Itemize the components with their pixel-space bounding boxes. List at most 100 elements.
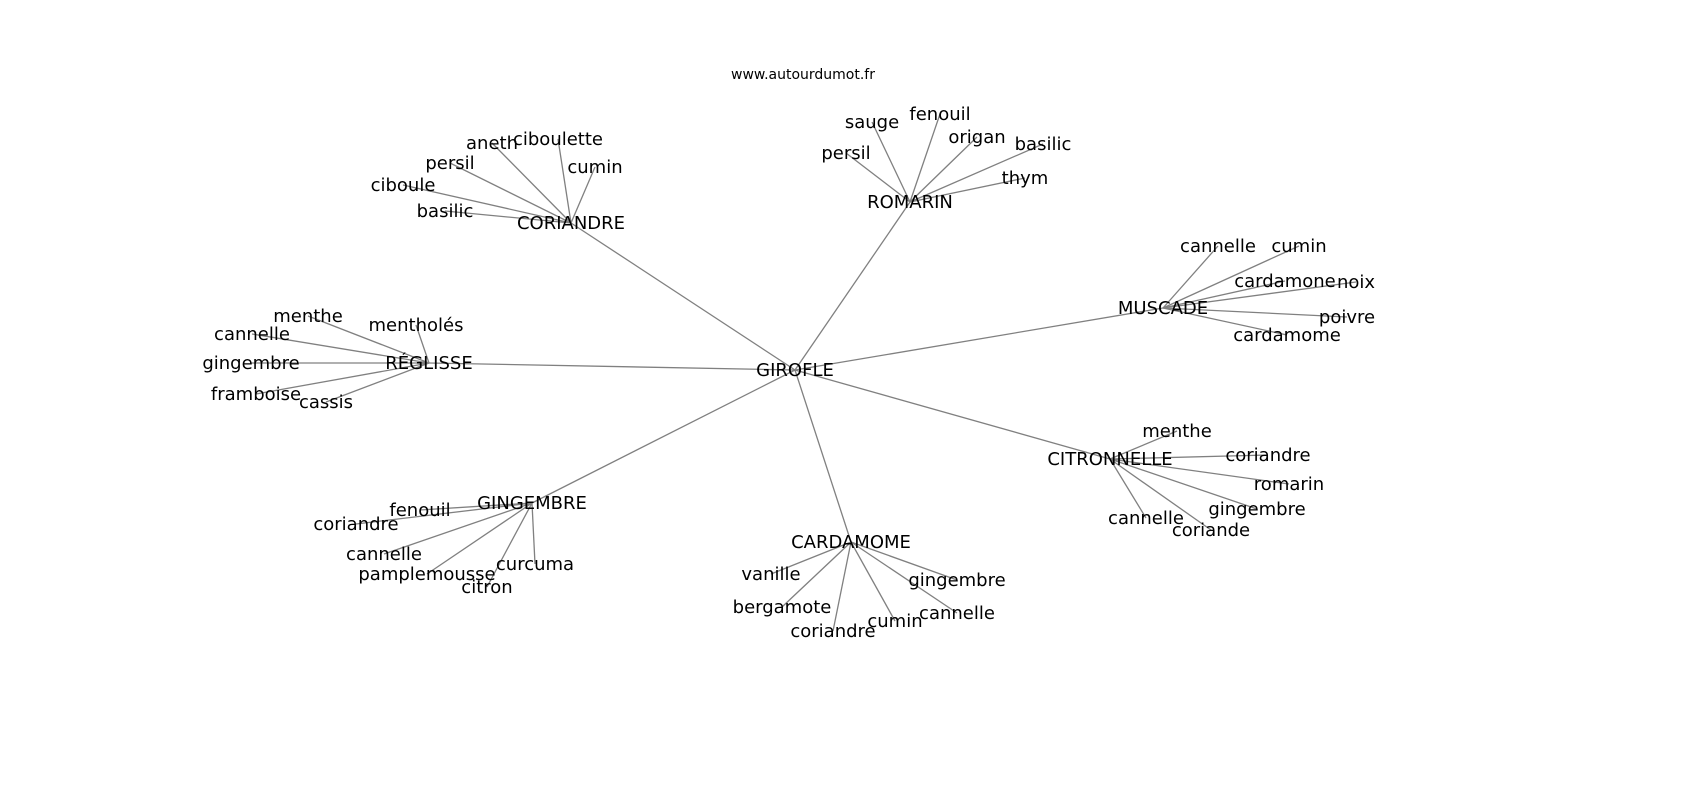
edge-hub-to-leaf (909, 143, 1044, 203)
edge-hub-to-leaf (871, 121, 911, 203)
edge-hub-to-leaf (486, 502, 533, 588)
node-leaf[interactable]: cannelle (1108, 508, 1184, 529)
node-leaf[interactable]: cumin (867, 611, 922, 632)
node-leaf[interactable]: menthe (273, 306, 343, 327)
edge-hub-to-leaf (850, 541, 958, 581)
edge-hub-to-leaf (1109, 458, 1147, 519)
edge-hub-to-leaf (1162, 307, 1348, 318)
edge-center-to-hub (794, 369, 1111, 460)
node-hub[interactable]: MUSCADE (1118, 298, 1208, 319)
edge-hub-to-leaf (909, 113, 941, 203)
node-leaf[interactable]: cumin (1271, 236, 1326, 257)
edge-center-to-hub (794, 201, 911, 371)
edge-hub-to-leaf (1109, 458, 1290, 485)
edge-center-to-hub (794, 369, 852, 543)
edge-hub-to-leaf (832, 541, 852, 632)
node-leaf[interactable]: gingembre (1208, 499, 1305, 520)
node-leaf[interactable]: gingembre (202, 353, 299, 374)
node-leaf[interactable]: noix (1337, 272, 1375, 293)
edge-center-to-hub (531, 369, 796, 504)
node-leaf[interactable]: cannelle (346, 544, 422, 565)
edge-hub-to-leaf (845, 152, 911, 203)
node-leaf[interactable]: ciboule (371, 175, 436, 196)
node-leaf[interactable]: origan (948, 127, 1005, 148)
edges (251, 113, 1357, 632)
node-leaf[interactable]: romarin (1254, 474, 1324, 495)
node-hub[interactable]: CARDAMOME (791, 532, 911, 553)
edge-hub-to-leaf (850, 541, 958, 614)
edge-hub-to-leaf (419, 502, 533, 511)
edge-hub-to-leaf (415, 324, 430, 364)
edge-hub-to-leaf (402, 184, 572, 224)
node-leaf[interactable]: sauge (845, 112, 899, 133)
edge-hub-to-leaf (1109, 454, 1269, 460)
node-leaf[interactable]: bergamote (733, 597, 832, 618)
node-leaf[interactable]: mentholés (369, 315, 464, 336)
edge-hub-to-leaf (1109, 458, 1258, 510)
edge-hub-to-leaf (251, 333, 430, 364)
edge-hub-to-leaf (1162, 307, 1288, 336)
node-leaf[interactable]: cumin (567, 157, 622, 178)
edge-hub-to-leaf (255, 362, 430, 395)
node-leaf[interactable]: persil (425, 153, 474, 174)
node-leaf[interactable]: pamplemousse (358, 564, 495, 585)
node-leaf[interactable]: fenouil (389, 500, 450, 521)
node-leaf[interactable]: cannelle (1180, 236, 1256, 257)
node-leaf[interactable]: poivre (1319, 307, 1375, 328)
node-leaf[interactable]: basilic (417, 201, 474, 222)
node-hub[interactable]: RÉGLISSE (385, 352, 472, 374)
edge-hub-to-leaf (491, 142, 572, 224)
edge-hub-to-leaf (355, 502, 533, 525)
node-leaf[interactable]: thym (1002, 168, 1049, 189)
edge-hub-to-leaf (531, 502, 536, 565)
edge-hub-to-leaf (1162, 245, 1219, 309)
node-leaf[interactable]: aneth (466, 133, 518, 154)
edge-hub-to-leaf (1162, 281, 1357, 309)
edge-hub-to-leaf (1109, 458, 1212, 531)
edge-hub-to-leaf (770, 541, 852, 575)
node-leaf[interactable]: menthe (1142, 421, 1212, 442)
edge-hub-to-leaf (850, 541, 896, 622)
edge-hub-to-leaf (1109, 430, 1178, 460)
node-leaf[interactable]: framboise (211, 384, 301, 405)
node-leaf[interactable]: coriandre (313, 514, 398, 535)
edge-hub-to-leaf (444, 210, 572, 224)
node-leaf[interactable]: coriandre (790, 621, 875, 642)
edge-center-to-hub (794, 307, 1164, 371)
node-leaf[interactable]: gingembre (908, 570, 1005, 591)
node-hub[interactable]: GINGEMBRE (477, 493, 587, 514)
edge-hub-to-leaf (1162, 280, 1286, 309)
node-leaf[interactable]: vanille (741, 564, 800, 585)
site-title: www.autourdumot.fr (731, 67, 875, 83)
edge-hub-to-leaf (426, 502, 533, 575)
node-labels: GIROFLE anethciboulettecuminpersilciboul… (202, 104, 1375, 642)
edge-center-to-hub (570, 222, 796, 371)
edge-center-to-hub (428, 362, 796, 371)
node-hub[interactable]: CITRONNELLE (1047, 449, 1172, 470)
node-leaf[interactable]: persil (821, 143, 870, 164)
edge-hub-to-leaf (1162, 245, 1300, 309)
node-hub[interactable]: CORIANDRE (517, 213, 625, 234)
node-leaf[interactable]: cardamome (1233, 325, 1341, 346)
node-leaf[interactable]: basilic (1015, 134, 1072, 155)
edge-hub-to-leaf (557, 138, 572, 224)
edge-hub-to-leaf (449, 162, 572, 224)
node-center[interactable]: GIROFLE (756, 360, 834, 381)
node-leaf[interactable]: citron (461, 577, 512, 598)
edge-hub-to-leaf (307, 315, 430, 364)
node-leaf[interactable]: fenouil (909, 104, 970, 125)
node-leaf[interactable]: coriandre (1225, 445, 1310, 466)
node-leaf[interactable]: cannelle (214, 324, 290, 345)
node-leaf[interactable]: ciboulette (513, 129, 603, 150)
edge-hub-to-leaf (570, 166, 596, 224)
edge-hub-to-leaf (909, 136, 978, 203)
node-leaf[interactable]: cardamone (1234, 271, 1336, 292)
node-hub[interactable]: ROMARIN (867, 192, 953, 213)
edge-hub-to-leaf (383, 502, 533, 555)
node-leaf[interactable]: coriande (1172, 520, 1250, 541)
node-leaf[interactable]: cannelle (919, 603, 995, 624)
node-leaf[interactable]: curcuma (496, 554, 574, 575)
node-leaf[interactable]: cassis (299, 392, 353, 413)
